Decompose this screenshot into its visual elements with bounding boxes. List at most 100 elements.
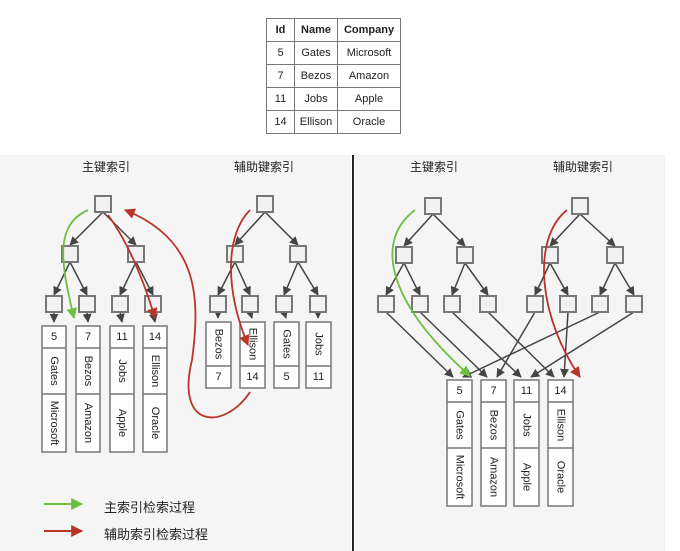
tree-edge (496, 311, 536, 378)
tree-edge (579, 213, 616, 247)
tree-node (526, 295, 544, 313)
tree-edge (385, 311, 454, 378)
legend-primary-label: 主索引检索过程 (104, 500, 196, 515)
record-id: 11 (116, 331, 127, 343)
tree-node (78, 295, 96, 313)
tree-edge (283, 261, 299, 296)
tree-node (61, 245, 79, 263)
tree-edge (614, 262, 635, 296)
record-company: Oracle (555, 461, 567, 493)
tree-edge (403, 213, 434, 247)
record-id: 5 (51, 331, 57, 343)
record-name: Ellison (149, 355, 161, 387)
tree-edge (119, 261, 137, 296)
table-cell-name: Gates (294, 41, 338, 65)
primary-search-path-right (391, 209, 471, 377)
tree-node (377, 295, 395, 313)
tree-node (275, 295, 293, 313)
leaf-record (305, 321, 332, 389)
table-row: 7 Bezos Amazon (266, 64, 401, 88)
record-id: 5 (283, 371, 289, 383)
record-company: Amazon (488, 457, 500, 497)
record-id: 11 (313, 371, 324, 383)
right-panel-background (355, 155, 665, 551)
tree-nodes (45, 195, 643, 313)
tree-edge (549, 262, 569, 296)
table-cell-name: Ellison (294, 110, 338, 134)
table-cell-name: Bezos (294, 64, 338, 88)
leaf-record (41, 325, 67, 453)
tree-edge (462, 311, 601, 378)
record-name: Bezos (213, 329, 225, 360)
legend-secondary-label: 辅助索引检索过程 (104, 527, 209, 542)
right-primary-title: 主键索引 (410, 160, 459, 174)
record-id: 7 (215, 371, 221, 383)
tree-edge (419, 311, 488, 378)
record-name: Ellison (555, 409, 567, 441)
record-name: Ellison (247, 328, 259, 360)
tree-node (289, 245, 307, 263)
tree-edge (102, 211, 137, 246)
secondary-search-path-right (543, 209, 581, 378)
tree-edge (450, 262, 466, 296)
table-cell-company: Amazon (337, 64, 401, 88)
tree-node (443, 295, 461, 313)
record-id: 5 (456, 385, 462, 397)
leaf-record (205, 321, 232, 389)
record-id: 7 (490, 385, 496, 397)
leaf-record (142, 325, 168, 453)
leaf-record (513, 379, 540, 507)
record-name: Bezos (82, 356, 94, 387)
table-cell-company: Oracle (337, 110, 401, 134)
leaf-records: 5GatesMicrosoft7BezosAmazon11JobsApple14… (41, 321, 574, 507)
table-row: 5 Gates Microsoft (266, 41, 401, 65)
tree-node (241, 295, 259, 313)
tree-edge (69, 211, 104, 246)
table-cell-id: 7 (266, 64, 295, 88)
secondary-search-path-left (230, 209, 251, 346)
record-company: Microsoft (48, 401, 60, 446)
record-name: Jobs (521, 413, 533, 437)
right-secondary-title: 辅助键索引 (553, 160, 614, 174)
table-header-row: Id Name Company (266, 18, 401, 42)
tree-node (411, 295, 429, 313)
record-company: Apple (116, 409, 128, 437)
tree-node (209, 295, 227, 313)
tree-edge (69, 261, 88, 296)
tree-edge (549, 213, 581, 247)
tree-node (309, 295, 327, 313)
tree-edge (464, 262, 489, 296)
record-name: Gates (48, 356, 60, 386)
tree-edge (82, 311, 92, 323)
left-primary-title: 主键索引 (82, 160, 131, 174)
tree-edge (234, 261, 251, 296)
record-name: Jobs (313, 332, 325, 356)
table-cell-company: Apple (337, 87, 401, 111)
record-id: 7 (85, 331, 91, 343)
tree-edge (53, 261, 71, 296)
tree-edge (451, 311, 522, 378)
table-cell-id: 14 (266, 110, 295, 134)
record-company: Oracle (149, 407, 161, 439)
record-id: 11 (521, 385, 532, 397)
tree-node (424, 197, 442, 215)
tree-edge (530, 311, 635, 378)
tree-edge (599, 262, 616, 296)
tree-node (625, 295, 643, 313)
panel-divider (352, 155, 354, 551)
tree-node (111, 295, 129, 313)
tree-edge (385, 262, 405, 296)
tree-edge (234, 211, 266, 246)
record-name: Jobs (116, 359, 128, 383)
legend (44, 498, 84, 537)
leaf-record (273, 321, 300, 389)
record-company: Amazon (82, 403, 94, 443)
tree-edge (487, 311, 555, 378)
tree-edges (49, 211, 635, 378)
leaf-record (109, 325, 135, 453)
table-row: 14 Ellison Oracle (266, 110, 401, 134)
record-id: 14 (246, 371, 258, 383)
tree-edge (115, 311, 125, 323)
tree-node (591, 295, 609, 313)
record-id: 14 (554, 385, 566, 397)
